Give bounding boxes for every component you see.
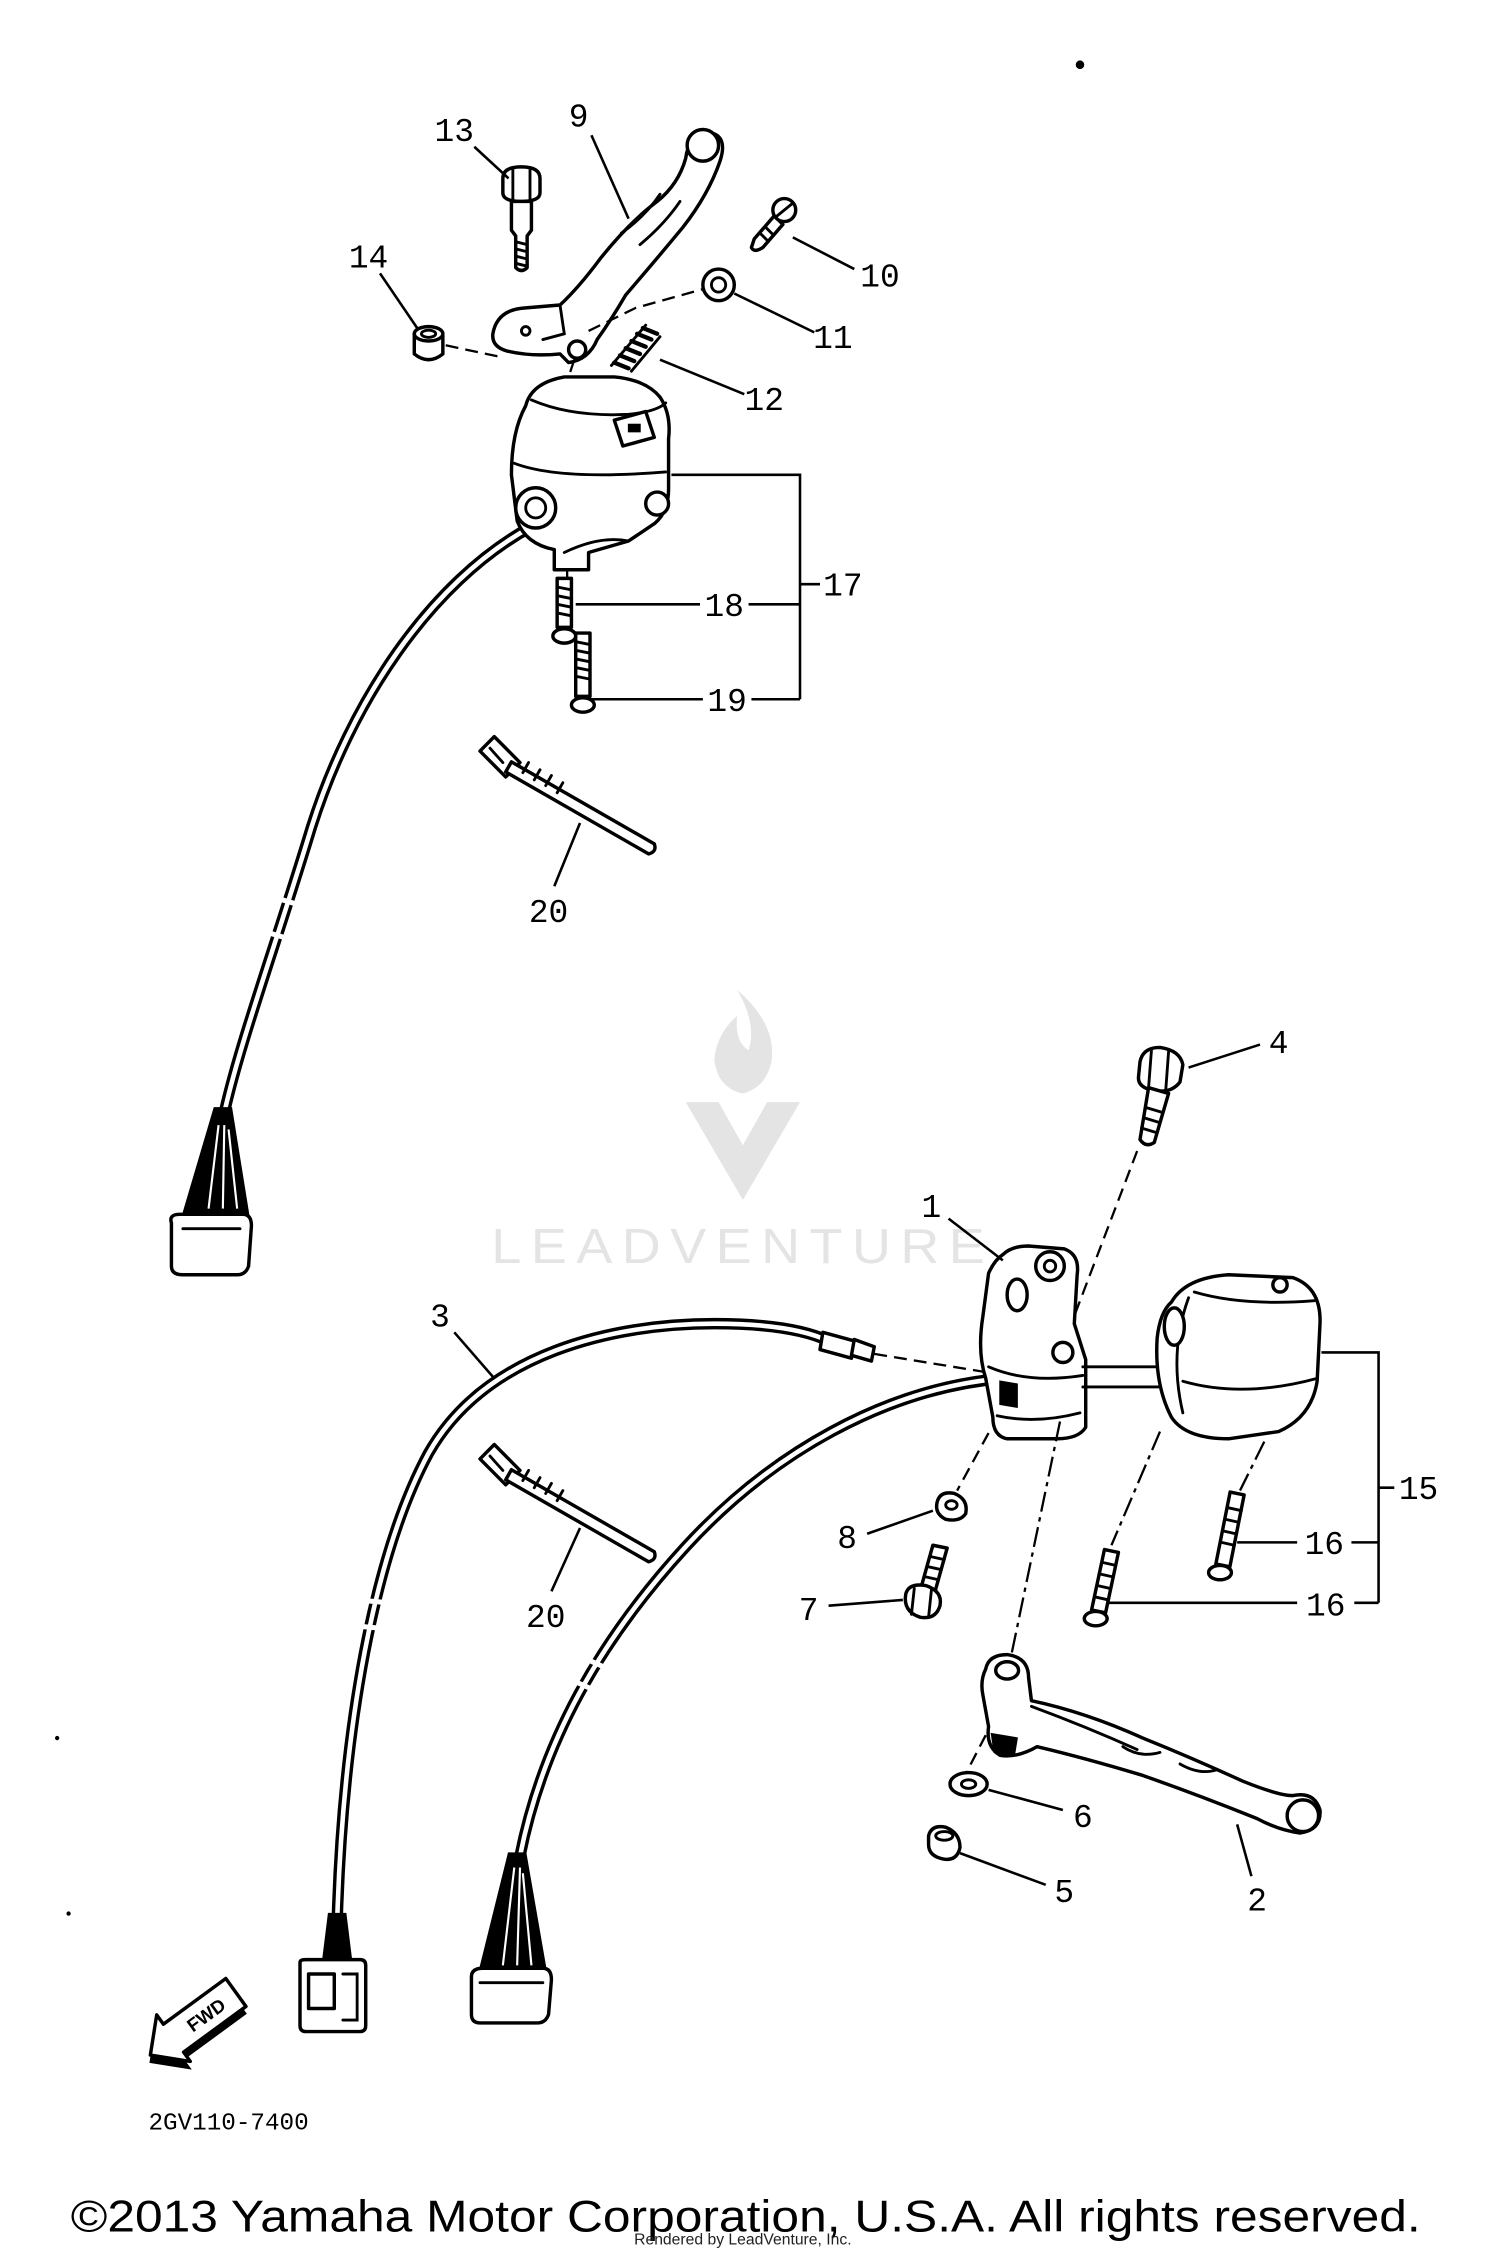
callout-label: 9	[569, 100, 589, 137]
nut	[926, 1824, 962, 1862]
callout-label: 5	[1054, 1875, 1074, 1912]
lower-switch-housing	[1155, 1273, 1322, 1441]
lower-lever	[980, 1652, 1322, 1835]
watermark-logo	[685, 989, 800, 1200]
callout-label: 19	[707, 684, 746, 721]
leader-line	[550, 1527, 582, 1592]
callout-label: 17	[823, 569, 862, 606]
watermark-v-icon	[685, 1102, 800, 1200]
bracket-bolt	[1136, 1045, 1185, 1147]
leader-line	[473, 145, 510, 180]
callout-label: 6	[1073, 1800, 1093, 1837]
callout-label: 20	[526, 1600, 565, 1637]
assembly-line	[1238, 1441, 1266, 1492]
nut	[701, 267, 736, 303]
pivot-bolt	[903, 1543, 949, 1620]
callout-label: 13	[435, 114, 474, 151]
leader-line	[988, 1788, 1064, 1812]
assembly-line	[874, 1352, 989, 1374]
switch-housing-cable	[514, 1372, 1009, 1862]
callout-label: 18	[705, 589, 744, 626]
handlebar-tube	[1081, 1365, 1166, 1389]
callout-label: 3	[430, 1299, 450, 1336]
leader-line	[959, 1851, 1047, 1887]
callout-label: 4	[1269, 1026, 1289, 1063]
cable-end-fitting	[818, 1330, 856, 1360]
clutch-switch-cable	[331, 1317, 876, 1928]
callout-label: 7	[799, 1593, 819, 1630]
housing-screw	[569, 631, 596, 714]
watermark-text: LEADVENTURE	[491, 1220, 994, 1274]
housing-screw	[1082, 1547, 1121, 1628]
callout-label: 1	[922, 1190, 942, 1227]
speck-dot	[55, 1735, 60, 1741]
screw	[749, 196, 798, 253]
housing-screw	[551, 576, 578, 645]
cable-break	[571, 1655, 613, 1696]
assembly-line	[1067, 1150, 1139, 1332]
cable-tie	[478, 1442, 657, 1564]
lever-bracket	[978, 1244, 1088, 1441]
cable-break	[266, 895, 306, 944]
assembly-line	[1010, 1421, 1062, 1655]
assembly-line	[1110, 1431, 1162, 1546]
leader-line	[659, 358, 745, 396]
bracket-line	[671, 473, 820, 700]
callout-label: 14	[349, 241, 388, 278]
assembly-line	[445, 344, 501, 358]
leader-line	[378, 272, 419, 329]
callout-label: 16	[1306, 1589, 1345, 1626]
assembly-line	[956, 1432, 990, 1492]
leader-line	[792, 236, 855, 271]
housing-screw	[1206, 1490, 1246, 1582]
copyright-notice: ©2013 Yamaha Motor Corporation, U.S.A. A…	[71, 2192, 1421, 2241]
cable-break	[354, 1597, 389, 1632]
bracket-line	[1321, 1351, 1395, 1603]
upper-switch-cable	[217, 520, 538, 1126]
diagram-part-code: 2GV110-7400	[148, 2110, 308, 2137]
assembly-line	[567, 359, 576, 378]
fwd-arrow-icon	[148, 1976, 248, 2064]
fwd-direction-arrow: FWD	[148, 1976, 248, 2070]
leader-line	[828, 1598, 903, 1607]
callout-label: 12	[745, 383, 784, 420]
upper-lever	[491, 127, 725, 365]
callout-label: 16	[1305, 1527, 1344, 1564]
callout-label: 10	[860, 259, 899, 296]
cable-tie	[478, 734, 657, 856]
collar	[412, 324, 445, 362]
callout-label: 20	[529, 895, 568, 932]
leader-line	[590, 134, 630, 220]
spring	[610, 323, 662, 373]
leader-line	[1188, 1043, 1261, 1069]
assembly-line	[966, 1734, 987, 1772]
callout-label: 15	[1399, 1472, 1438, 1509]
callout-label: 11	[813, 321, 852, 358]
leader-line	[453, 1331, 496, 1380]
assembly-line	[588, 288, 704, 332]
wire-connector	[169, 1107, 254, 1277]
leader-line	[947, 1217, 1004, 1262]
nut	[934, 1491, 968, 1522]
leader-line	[733, 292, 815, 334]
watermark-flame-icon	[714, 989, 773, 1094]
speck-dot	[1075, 60, 1085, 70]
pivot-bolt	[501, 165, 542, 273]
washer	[948, 1770, 989, 1798]
callout-label: 8	[837, 1521, 857, 1558]
upper-switch-housing	[509, 375, 671, 572]
leader-line	[553, 822, 582, 887]
leader-line	[1235, 1824, 1253, 1877]
leader-line	[866, 1509, 934, 1535]
wire-connector	[469, 1852, 554, 2025]
speck-dot	[66, 1911, 71, 1916]
wire-connector	[298, 1912, 368, 2034]
rendered-by-credit: Rendered by LeadVenture, Inc.	[634, 2231, 851, 2248]
callout-label: 2	[1247, 1884, 1267, 1921]
